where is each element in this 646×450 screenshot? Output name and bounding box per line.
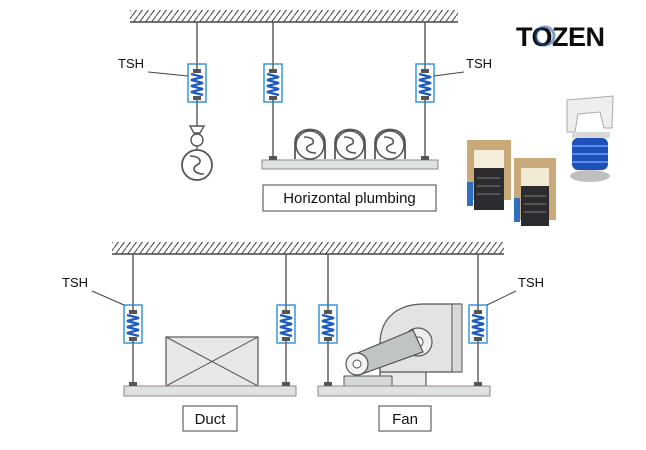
tsh-callout-right: TSH [433,56,492,77]
ceiling-bottom [112,242,504,255]
tsh-callout-left: TSH [118,56,189,77]
plumbing-support-beam [261,156,439,170]
duct-support-beam [123,382,297,397]
duct-label: Duct [195,411,227,428]
ceiling-top [130,10,458,23]
spring-hanger-icon [186,62,208,104]
spring-hanger-icon [467,303,489,345]
svg-text:TSH: TSH [118,56,144,71]
spring-hanger-icon [262,62,284,104]
pipe-icon [334,128,366,160]
svg-text:TSH: TSH [62,275,88,290]
hanger-rods-top [196,22,426,158]
horizontal-plumbing-label: Horizontal plumbing [283,190,416,207]
spring-hanger-icon [317,303,339,345]
tozen-logo: TOZEN [516,22,605,52]
fan-label: Fan [392,411,418,428]
tsh-callout-bottom-left: TSH [62,275,125,306]
svg-text:TOZEN: TOZEN [516,22,605,52]
fan-support-beam [317,382,491,397]
duct-box-icon [165,336,259,387]
product-photo-icon [467,95,614,226]
tsh-callout-bottom-right: TSH [486,275,544,306]
hanger-rods-bottom [132,254,479,386]
svg-text:TSH: TSH [466,56,492,71]
single-pipe-icon [181,125,213,181]
fan-label-box: Fan [378,405,432,432]
svg-text:TSH: TSH [518,275,544,290]
fan-icon [343,303,463,387]
horizontal-plumbing-label-box: Horizontal plumbing [262,184,437,212]
pipe-icon [294,128,326,160]
pipe-icon [374,128,406,160]
spring-hanger-icon [275,303,297,345]
duct-label-box: Duct [182,405,238,432]
spring-hanger-icon [122,303,144,345]
spring-hanger-icon [414,62,436,104]
